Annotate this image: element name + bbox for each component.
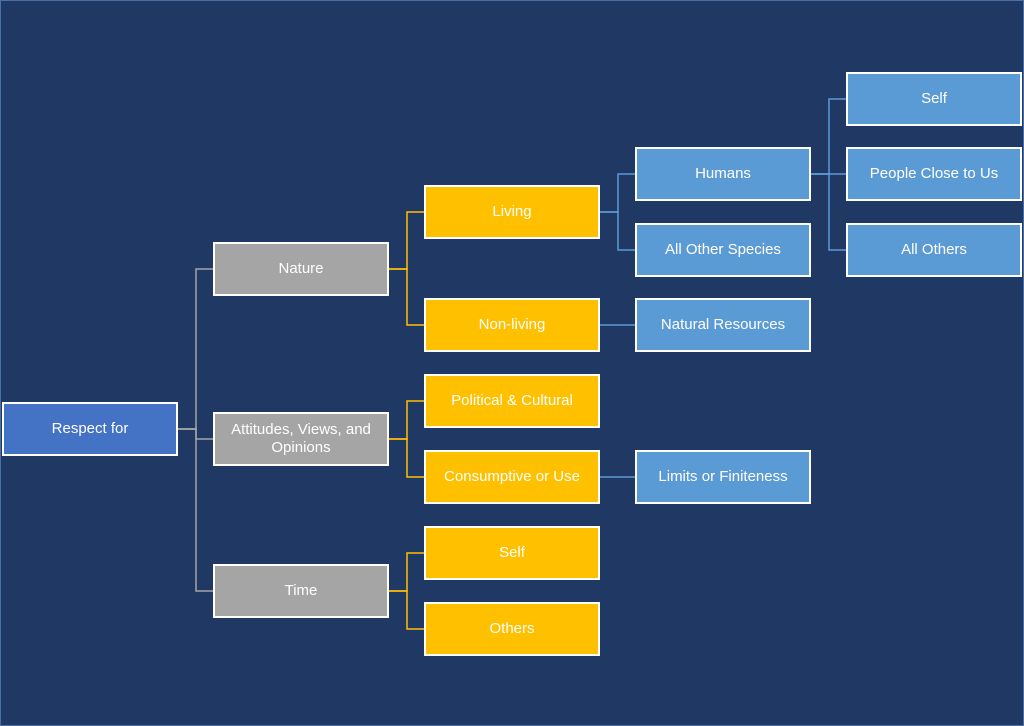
node-humans: Humans <box>635 147 811 201</box>
node-all-other-species: All Other Species <box>635 223 811 277</box>
node-people-close-to-us: People Close to Us <box>846 147 1022 201</box>
node-all-others: All Others <box>846 223 1022 277</box>
connector-nature-living <box>389 211 424 270</box>
node-time: Time <box>213 564 389 618</box>
connector-nature-nonliving <box>389 268 424 326</box>
connector-time-time_self <box>389 552 424 592</box>
connector-time-time_others <box>389 590 424 630</box>
node-living: Living <box>424 185 600 239</box>
node-political-cultural: Political & Cultural <box>424 374 600 428</box>
connector-humans-all_others <box>811 173 846 251</box>
connector-humans-h_self <box>811 98 846 175</box>
connector-root-time <box>178 428 213 592</box>
node-limits-or-finiteness: Limits or Finiteness <box>635 450 811 504</box>
node-attitudes-views-opinions: Attitudes, Views, and Opinions <box>213 412 389 466</box>
connector-living-humans <box>600 173 635 213</box>
node-humans-self: Self <box>846 72 1022 126</box>
node-respect-for: Respect for <box>2 402 178 456</box>
node-time-self: Self <box>424 526 600 580</box>
node-nature: Nature <box>213 242 389 296</box>
connector-attitudes-political <box>389 400 424 440</box>
node-time-others: Others <box>424 602 600 656</box>
connector-attitudes-consumptive <box>389 438 424 478</box>
node-consumptive-or-use: Consumptive or Use <box>424 450 600 504</box>
node-natural-resources: Natural Resources <box>635 298 811 352</box>
connector-root-nature <box>178 268 213 430</box>
connector-living-other_species <box>600 211 635 251</box>
node-non-living: Non-living <box>424 298 600 352</box>
